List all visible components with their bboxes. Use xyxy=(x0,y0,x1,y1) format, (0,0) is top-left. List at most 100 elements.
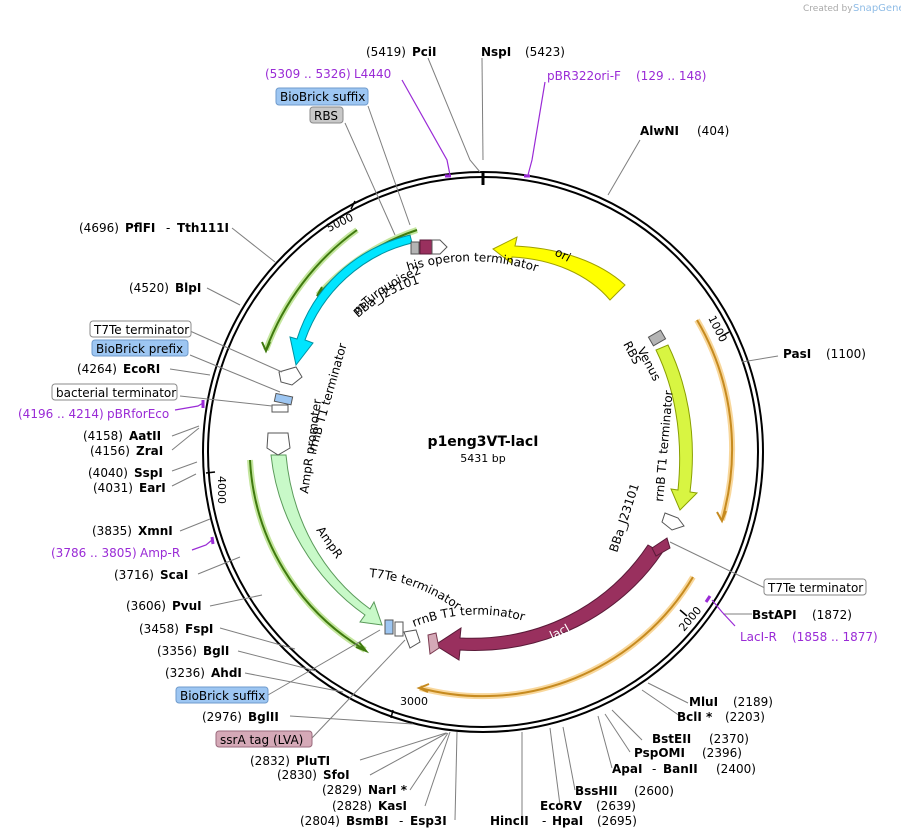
site-pasl-pos: (1100) xyxy=(826,347,866,361)
site-bgll-pos: (3356) xyxy=(157,644,197,658)
site-xmnl-name[interactable]: XmnI xyxy=(138,524,173,538)
boxed-ssra-tag[interactable]: ssrA tag (LVA) xyxy=(215,730,313,748)
site-bsteii-name[interactable]: BstEII xyxy=(652,732,691,746)
boxed-biobrick-suffix-top[interactable]: BioBrick suffix xyxy=(275,87,369,106)
biobrick-suffix-bottom-box[interactable] xyxy=(384,619,394,635)
rbs-laci-box[interactable] xyxy=(651,537,671,557)
watermark-created-by: Created by xyxy=(803,4,853,14)
rbs-venus-box[interactable] xyxy=(647,329,667,347)
svg-text:RBS: RBS xyxy=(314,109,338,123)
laci-feature[interactable] xyxy=(434,544,663,661)
site-ecorv-name[interactable]: EcoRV xyxy=(540,799,583,813)
orange-arc-right-halo xyxy=(694,318,736,521)
site-fspl-name[interactable]: FspI xyxy=(185,622,213,636)
site-ahdl-name[interactable]: AhdI xyxy=(211,666,242,680)
his-terminator-arrow[interactable] xyxy=(431,239,448,255)
site-pvul-pos: (3606) xyxy=(126,599,166,613)
site-plutl-name[interactable]: PluTI xyxy=(296,754,330,768)
boxed-biobrick-suffix-bottom[interactable]: BioBrick suffix xyxy=(175,686,269,704)
site-earl-pos: (4031) xyxy=(93,481,133,495)
site-pvul-name[interactable]: PvuI xyxy=(172,599,202,613)
site-scal-name[interactable]: ScaI xyxy=(160,568,188,582)
site-bgll-name[interactable]: BglI xyxy=(203,644,229,658)
green-arc-outer-halo xyxy=(263,227,359,352)
primer-lacir-range: (1858 .. 1877) xyxy=(792,630,878,644)
site-pasl-name[interactable]: PasI xyxy=(783,347,811,361)
t7te-inner-box[interactable] xyxy=(394,621,404,637)
tick-3000: 3000 xyxy=(400,695,428,708)
primer-ampr-name[interactable]: Amp-R xyxy=(140,546,180,560)
site-bsteii-pos: (2370) xyxy=(709,732,749,746)
boxed-rbs-top[interactable]: RBS xyxy=(309,106,344,124)
boxed-bacterial-terminator[interactable]: bacterial terminator xyxy=(51,383,178,401)
bacterial-terminator-box[interactable] xyxy=(271,404,289,413)
rrnb-bottom-terminator[interactable] xyxy=(403,629,421,649)
site-banii-name[interactable]: BanII xyxy=(663,762,698,776)
boxed-t7te-right[interactable]: T7Te terminator xyxy=(763,578,867,596)
site-pcil-name[interactable]: PciI xyxy=(412,45,437,59)
site-narl-name[interactable]: NarI * xyxy=(368,783,408,797)
site-blpl-name[interactable]: BlpI xyxy=(175,281,201,295)
venus-feature[interactable] xyxy=(655,344,699,511)
rbs-top-box[interactable] xyxy=(410,241,420,255)
site-zral-name[interactable]: ZraI xyxy=(136,444,163,458)
site-bglii-name[interactable]: BglII xyxy=(248,710,279,724)
site-sspl-name[interactable]: SspI xyxy=(134,466,163,480)
mturquoise2-label: mTurquoise2 xyxy=(350,263,423,317)
site-bsmbi-name[interactable]: BsmBI xyxy=(346,814,388,828)
site-psp-name[interactable]: PspOMI xyxy=(634,746,685,760)
site-aatii-name[interactable]: AatII xyxy=(129,429,161,443)
mturquoise2-feature[interactable] xyxy=(289,234,413,367)
orange-arc-bottom-head xyxy=(416,683,430,693)
site-tth111i-name[interactable]: Tth111I xyxy=(177,221,229,235)
primer-l4440-range: (5309 .. 5326) xyxy=(265,67,351,81)
site-mlul-name[interactable]: MluI xyxy=(689,695,718,709)
site-apal-pos: (2400) xyxy=(716,762,756,776)
site-ahdl-pos: (3236) xyxy=(165,666,205,680)
site-apal-name[interactable]: ApaI xyxy=(612,762,642,776)
site-sfol-pos: (2830) xyxy=(277,768,317,782)
site-hpal-name[interactable]: HpaI xyxy=(552,814,583,828)
site-bsshii-name[interactable]: BssHII xyxy=(575,784,617,798)
svg-text:BioBrick suffix: BioBrick suffix xyxy=(280,90,365,104)
biobrick-prefix-box[interactable] xyxy=(273,392,294,406)
site-esp3i-name[interactable]: Esp3I xyxy=(410,814,447,828)
primer-l4440-name[interactable]: L4440 xyxy=(354,67,391,81)
rrnb-left-terminator[interactable] xyxy=(278,366,303,386)
orange-arc-right-head xyxy=(716,510,727,524)
site-bstapl-name[interactable]: BstAPI xyxy=(752,608,797,622)
site-pflfi-name[interactable]: PflFI xyxy=(125,221,155,235)
site-scal-pos: (3716) xyxy=(114,568,154,582)
site-ecori-name[interactable]: EcoRI xyxy=(123,362,160,376)
boxed-biobrick-prefix[interactable]: BioBrick prefix xyxy=(91,339,189,357)
site-zral-pos: (4156) xyxy=(90,444,130,458)
site-bstapl-pos: (1872) xyxy=(812,608,852,622)
orange-arc-right xyxy=(696,319,734,521)
site-psp-pos: (2396) xyxy=(702,746,742,760)
svg-text:bacterial terminator: bacterial terminator xyxy=(56,386,176,400)
site-earl-name[interactable]: EarI xyxy=(139,481,166,495)
site-bcll-name[interactable]: BclI * xyxy=(677,710,713,724)
green-arc-bottom-head xyxy=(355,641,370,654)
primer-lacir-name[interactable]: LacI-R xyxy=(740,630,777,644)
site-kasl-name[interactable]: KasI xyxy=(378,799,407,813)
site-alwnl-name[interactable]: AlwNI xyxy=(640,124,679,138)
ampr-promoter-arrow[interactable] xyxy=(266,432,291,456)
rrnb-right-terminator[interactable] xyxy=(661,512,685,531)
bba-j23101-top-box[interactable] xyxy=(419,239,433,255)
site-hincii-sep: - xyxy=(542,814,546,828)
site-hincii-name[interactable]: HincII xyxy=(490,814,529,828)
site-nspl-name[interactable]: NspI xyxy=(481,45,511,59)
primer-pbr322-name[interactable]: pBR322ori-F xyxy=(547,69,621,83)
primer-pbrforeco-name[interactable]: pBRforEco xyxy=(107,407,169,421)
ampr-feature[interactable] xyxy=(270,454,383,626)
ori-feature[interactable] xyxy=(492,236,626,301)
site-sfol-name[interactable]: SfoI xyxy=(323,768,350,782)
ssra-tag-box[interactable] xyxy=(427,632,440,655)
boxed-t7te-left[interactable]: T7Te terminator xyxy=(89,320,192,338)
rrnb-bottom-label: rrnB T1 terminator xyxy=(410,603,527,629)
site-hincii-pos: (2695) xyxy=(597,814,637,828)
site-pflfi-sep: - xyxy=(166,221,170,235)
site-apal-sep: - xyxy=(652,762,656,776)
site-bglii-pos: (2976) xyxy=(202,710,242,724)
